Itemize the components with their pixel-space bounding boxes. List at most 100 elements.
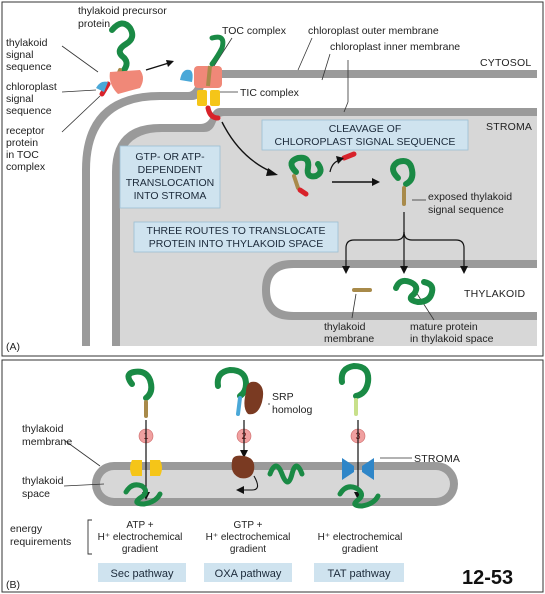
arrowhead-to-toc <box>166 60 174 67</box>
sec-pathway-label: Sec pathway <box>111 568 174 580</box>
label-thylakoid-region: THYLAKOID <box>464 288 526 300</box>
energy-bracket <box>87 519 92 555</box>
oxa-protein <box>214 366 250 399</box>
cleavage-box-line2: CHLOROPLAST SIGNAL SEQUENCE <box>275 136 456 148</box>
label-thylakoid-membrane-b-1: thylakoid <box>22 423 64 435</box>
receptor-binding-site <box>96 81 108 92</box>
label-stroma-b: STROMA <box>414 453 460 465</box>
three-routes-line1: THREE ROUTES TO TRANSLOCATE <box>147 225 326 237</box>
label-tic-complex: TIC complex <box>240 87 300 99</box>
tat-protein <box>338 362 372 399</box>
label-thylakoid-signal-1: thylakoid <box>6 37 48 49</box>
label-thylakoid-membrane-a-1: thylakoid <box>324 321 366 333</box>
receptor-protein-shape <box>109 70 143 94</box>
translocation-box-line1: GTP- OR ATP- <box>135 151 205 163</box>
label-thylakoid-precursor-2: protein <box>78 18 110 30</box>
label-energy-2: requirements <box>10 536 71 548</box>
tat-translocon-right <box>362 458 374 480</box>
oxa-return-arrowhead <box>236 486 244 494</box>
tat-pathway-label: TAT pathway <box>328 568 391 580</box>
energy-tat-2: gradient <box>342 544 378 555</box>
label-thylakoid-signal-3: sequence <box>6 61 52 73</box>
label-mature-protein-2: in thylakoid space <box>410 333 494 345</box>
sec-mature-protein <box>123 482 163 507</box>
tic-complex-left <box>197 90 207 106</box>
precursor-protein-green <box>109 20 136 73</box>
panel-a-label: (A) <box>6 341 20 353</box>
translocation-box-line2: DEPENDENT <box>138 164 203 176</box>
toc-receptor-blue <box>180 69 193 82</box>
arrowhead-cleavage <box>336 156 344 164</box>
cleaved-signal <box>341 151 357 161</box>
label-srp-1: SRP <box>272 391 294 403</box>
label-receptor-1: receptor <box>6 125 45 137</box>
label-receptor-2: protein <box>6 137 38 149</box>
translocating-signal-tan <box>206 65 212 87</box>
translocation-box <box>119 145 221 209</box>
srp-homolog-shape <box>244 381 264 415</box>
tat-mature-protein <box>337 484 381 509</box>
label-exposed-1: exposed thylakoid <box>428 191 512 203</box>
energy-sec-3: gradient <box>122 544 158 555</box>
energy-oxa-1: GTP + <box>234 520 263 531</box>
energy-oxa-3: gradient <box>230 544 266 555</box>
label-chloroplast-signal-1: chloroplast <box>6 81 57 93</box>
label-energy-1: energy <box>10 523 43 535</box>
figure-number: 12-53 <box>462 567 513 589</box>
arrowhead-into-stroma <box>266 168 278 176</box>
energy-sec-1: ATP + <box>126 520 153 531</box>
sec-translocon-left <box>130 460 142 476</box>
translocating-protein <box>209 34 226 67</box>
energy-oxa-2: H⁺ electrochemical <box>206 532 291 543</box>
mature-protein <box>393 277 436 306</box>
oxa-srp-bound <box>231 455 255 479</box>
arrowhead-to-exposed <box>372 178 380 186</box>
panel-b-label: (B) <box>6 579 20 591</box>
exposed-protein <box>390 158 416 187</box>
oxa-inserted-protein <box>267 463 305 485</box>
label-cytosol: CYTOSOL <box>480 57 531 69</box>
translocation-box-line3: TRANSLOCATION <box>126 177 214 189</box>
thylakoid-space-region <box>270 268 537 312</box>
label-outer-membrane: chloroplast outer membrane <box>308 25 439 37</box>
tat-translocon-left <box>342 458 354 480</box>
label-chloroplast-signal-2: signal <box>6 93 33 105</box>
stroma-protein-tan-signal <box>292 174 300 190</box>
oxa-signal <box>236 396 242 416</box>
label-thylakoid-membrane-b-2: membrane <box>22 436 72 448</box>
arrowhead-route-3 <box>460 266 468 274</box>
label-receptor-3: in TOC <box>6 149 39 161</box>
oxa-arrowhead <box>240 450 248 458</box>
label-thylakoid-signal-2: signal <box>6 49 33 61</box>
label-stroma-a: STROMA <box>486 121 532 133</box>
label-exposed-2: signal sequence <box>428 204 504 216</box>
stroma-protein <box>288 154 324 180</box>
translocating-signal-red <box>205 105 221 121</box>
stroma-protein-red-signal <box>297 187 309 197</box>
sec-pathway-box <box>98 563 186 582</box>
cleavage-box <box>261 119 469 151</box>
oxa-return-arrow <box>240 475 259 491</box>
label-srp-2: homolog <box>272 404 312 416</box>
cleavage-box-line1: CLEAVAGE OF <box>329 123 402 135</box>
label-chloroplast-signal-3: sequence <box>6 105 52 117</box>
label-receptor-4: complex <box>6 161 46 173</box>
label-toc-complex: TOC complex <box>222 25 287 37</box>
oxa-pathway-box <box>204 563 292 582</box>
translocation-box-line4: INTO STROMA <box>134 190 207 202</box>
arrowhead-route-1 <box>342 266 350 274</box>
label-inner-membrane: chloroplast inner membrane <box>330 41 460 53</box>
label-mature-protein-1: mature protein <box>410 321 478 333</box>
oxa-pathway-label: OXA pathway <box>215 568 282 580</box>
energy-sec-2: H⁺ electrochemical <box>98 532 183 543</box>
tic-complex-right <box>210 90 220 106</box>
label-thylakoid-membrane-a-2: membrane <box>324 333 374 345</box>
label-thylakoid-space-b-2: space <box>22 488 50 500</box>
energy-tat-1: H⁺ electrochemical <box>318 532 403 543</box>
panel-a: CLEAVAGE OF CHLOROPLAST SIGNAL SEQUENCE … <box>1 1 544 357</box>
panel-b: 1 2 3 SRP homolog thylakoid membrane th <box>1 359 544 593</box>
label-thylakoid-precursor-1: thylakoid precursor <box>78 5 167 17</box>
leader-lines-b <box>63 403 412 487</box>
arrow-into-stroma <box>221 121 273 173</box>
